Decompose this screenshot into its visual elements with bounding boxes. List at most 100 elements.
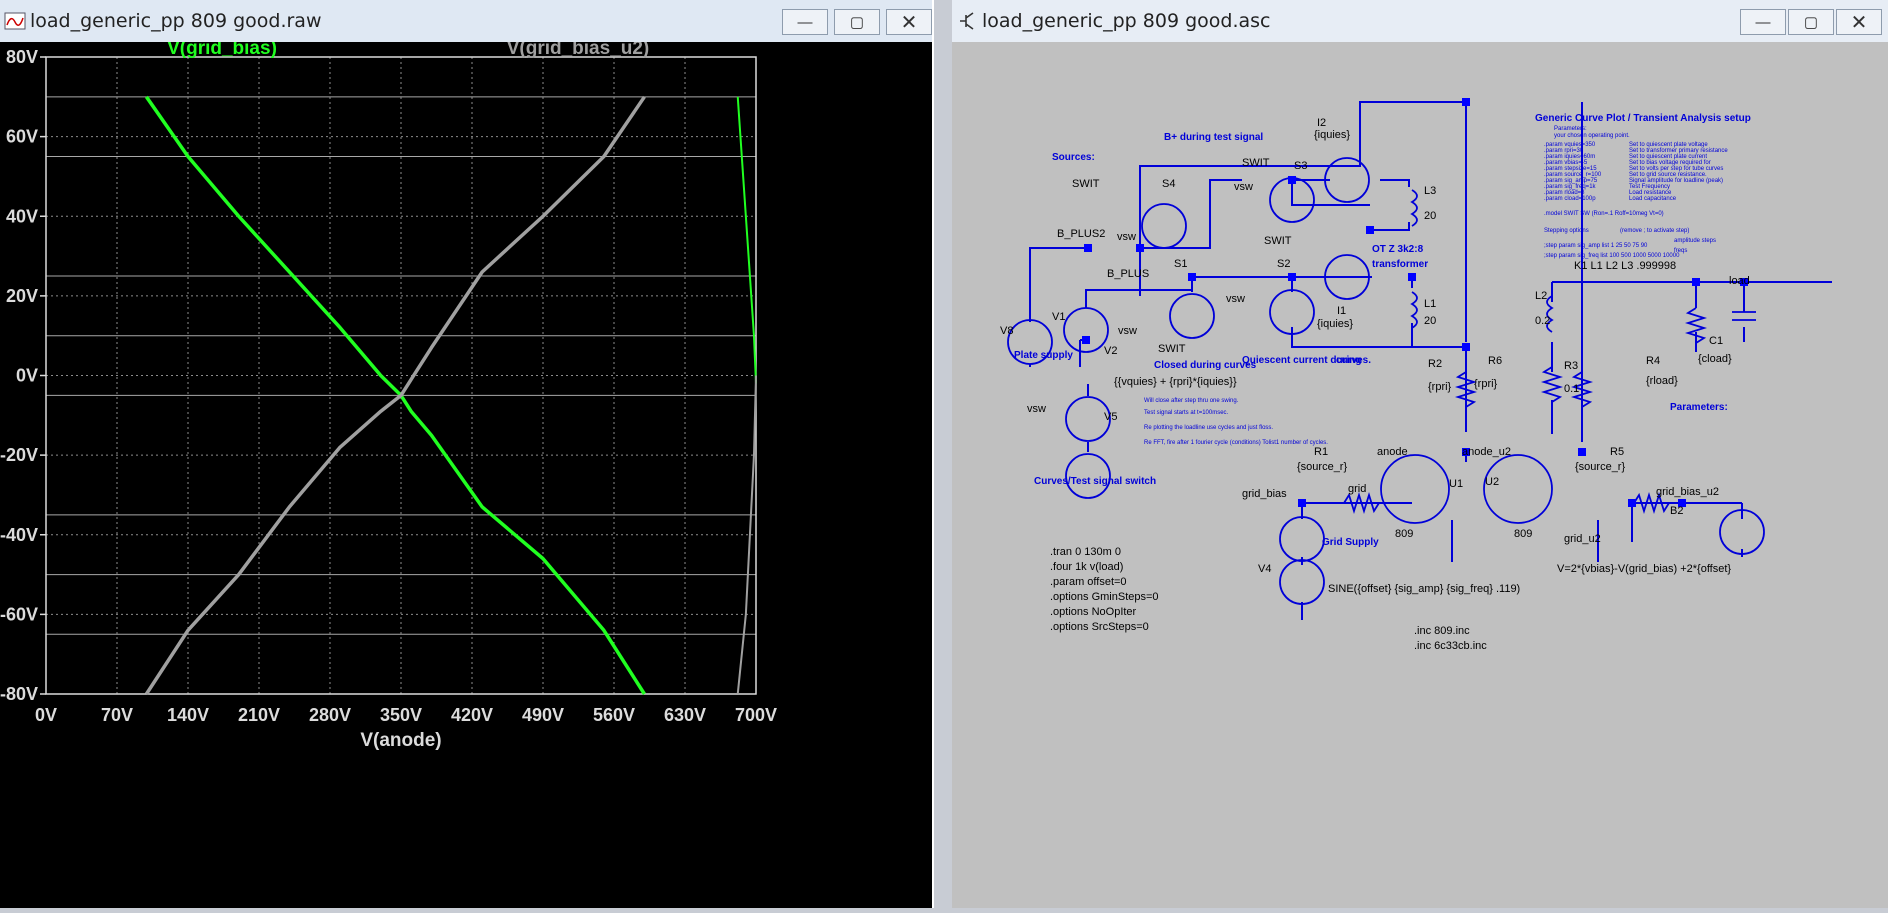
x-tick-label: 350V [380,705,422,725]
legend-grid-bias[interactable]: V(grid_bias) [167,38,277,59]
schematic-note: Set to grid source resistance. [1629,172,1707,178]
schematic-label: SWIT [1158,343,1186,355]
schematic-label: curves. [1336,355,1371,366]
schematic-label: .options NoOpIter [1050,606,1137,618]
schematic-label: anode_u2 [1462,446,1511,458]
schematic-wires [1029,101,1832,620]
y-tick-label: -40V [0,525,38,545]
schematic-note: .param sig_freq=1k [1544,184,1597,190]
schematic-label: load [1729,275,1750,287]
schematic-label: {cload} [1698,353,1732,365]
schematic-label: K1 L1 L2 L3 .999998 [1574,260,1676,272]
schematic-label: 20 [1424,210,1436,222]
schematic-label: L2 [1535,290,1547,302]
x-tick-label: 560V [593,705,635,725]
schematic-label: Generic Curve Plot / Transient Analysis … [1535,113,1751,124]
schematic-label: I2 [1317,117,1326,129]
schematic-label: .inc 809.inc [1414,625,1470,637]
y-tick-label: -60V [0,604,38,624]
schematic-nodes [1082,98,1748,507]
x-tick-label: 630V [664,705,706,725]
schematic-minimize-button[interactable]: — [1740,9,1786,35]
schematic-label: Curves/Test signal switch [1034,476,1156,487]
schematic-note: .param vbias=-5 [1544,160,1588,166]
schematic-label: vsw [1234,181,1253,193]
schematic-note: Set to quiescent plate voltage [1629,142,1708,148]
y-tick-label: 20V [6,286,38,306]
schematic-note: Set to quiescent plate current [1629,154,1707,160]
schematic-titlebar[interactable]: load_generic_pp 809 good.asc — ▢ ✕ [952,0,1888,43]
schematic-note: Set to bias voltage required for [1629,160,1711,166]
schematic-note: Re plotting the loadline use cycles and … [1144,425,1273,431]
schematic-note: .param stepsize=15 [1544,166,1597,172]
schematic-label: .options SrcSteps=0 [1050,621,1149,633]
schematic-label: U2 [1485,476,1499,488]
schematic-label: 0.2 [1535,315,1550,327]
schematic-note: ;step param sig_freq list 100 500 1000 5… [1544,253,1680,259]
y-tick-label: 40V [6,206,38,226]
plot-close-button[interactable]: ✕ [886,9,932,35]
schematic-note: Re FFT, fire after 1 fourier cycle (cond… [1144,440,1328,446]
x-tick-label: 140V [167,705,209,725]
schematic-label: R1 [1314,446,1328,458]
schematic-label: Grid Supply [1322,537,1379,548]
legend-grid-bias-u2[interactable]: V(grid_bias_u2) [507,38,650,59]
plot-maximize-button[interactable]: ▢ [834,9,880,35]
schematic-label: vsw [1117,231,1136,243]
schematic-label: {rpri} [1474,378,1498,390]
schematic-maximize-button[interactable]: ▢ [1788,9,1834,35]
x-axis-label: V(anode) [360,730,441,751]
plot-titlebar[interactable]: load_generic_pp 809 good.raw — ▢ ✕ [0,0,932,43]
schematic-label: C1 [1709,335,1723,347]
series-line-3 [736,96,757,384]
y-tick-label: 0V [16,366,38,386]
y-tick-label: -20V [0,445,38,465]
schematic-label: S2 [1277,258,1290,270]
schematic-label: .inc 6c33cb.inc [1414,640,1487,652]
plot-minimize-button[interactable]: — [782,9,828,35]
schematic-label: V8 [1000,325,1013,337]
schematic-label: R2 [1428,358,1442,370]
schematic-label: R5 [1610,446,1624,458]
schematic-note: .param iquies=60m [1544,154,1595,160]
schematic-label: {source_r} [1575,461,1625,473]
schematic-label: Parameters: [1670,402,1728,413]
schematic-note: .param sig_amp=75 [1544,178,1598,184]
schematic-label: V1 [1052,311,1065,323]
schematic-note: Load resistance [1629,190,1672,196]
plot-grid [40,56,757,695]
schematic-note: .param cload=100p [1544,196,1596,202]
schematic-label: Sources: [1052,152,1095,163]
schematic-label: V4 [1258,563,1271,575]
y-tick-label: 80V [6,47,38,67]
schematic-label: B_PLUS [1107,268,1149,280]
schematic-components [1007,157,1765,605]
plot-window-title: load_generic_pp 809 good.raw [30,10,322,32]
schematic-note: .param rload=8 [1544,190,1585,196]
schematic-note: Test Frequency [1629,184,1670,190]
schematic-label: S4 [1162,178,1175,190]
schematic-label: 20 [1424,315,1436,327]
schematic-close-button[interactable]: ✕ [1836,9,1882,35]
schematic-note: .model SWIT SW (Ron=.1 Roff=10meg Vt=0) [1544,211,1664,217]
schematic-label: vsw [1027,403,1046,415]
schematic-note: (remove ; to activate step) [1620,228,1689,234]
schematic-label: B_PLUS2 [1057,228,1105,240]
schematic-small-text: Parameters:your chosen operating point..… [1144,126,1728,446]
series-line-4 [736,375,757,695]
schematic-note: Signal amplitude for loadline (peak) [1629,178,1723,184]
x-tick-label: 210V [238,705,280,725]
schematic-note: Stepping options [1544,228,1589,234]
schematic-label: {iquies} [1317,318,1353,330]
schematic-label: R4 [1646,355,1660,367]
schematic-label: S3 [1294,160,1307,172]
schematic-label: L3 [1424,185,1436,197]
schematic-note: Parameters: [1554,126,1587,132]
schematic-label: V=2*{vbias}-V(grid_bias) +2*{offset} [1557,563,1731,575]
schematic-label: anode [1377,446,1408,458]
schematic-window-title: load_generic_pp 809 good.asc [982,10,1271,32]
